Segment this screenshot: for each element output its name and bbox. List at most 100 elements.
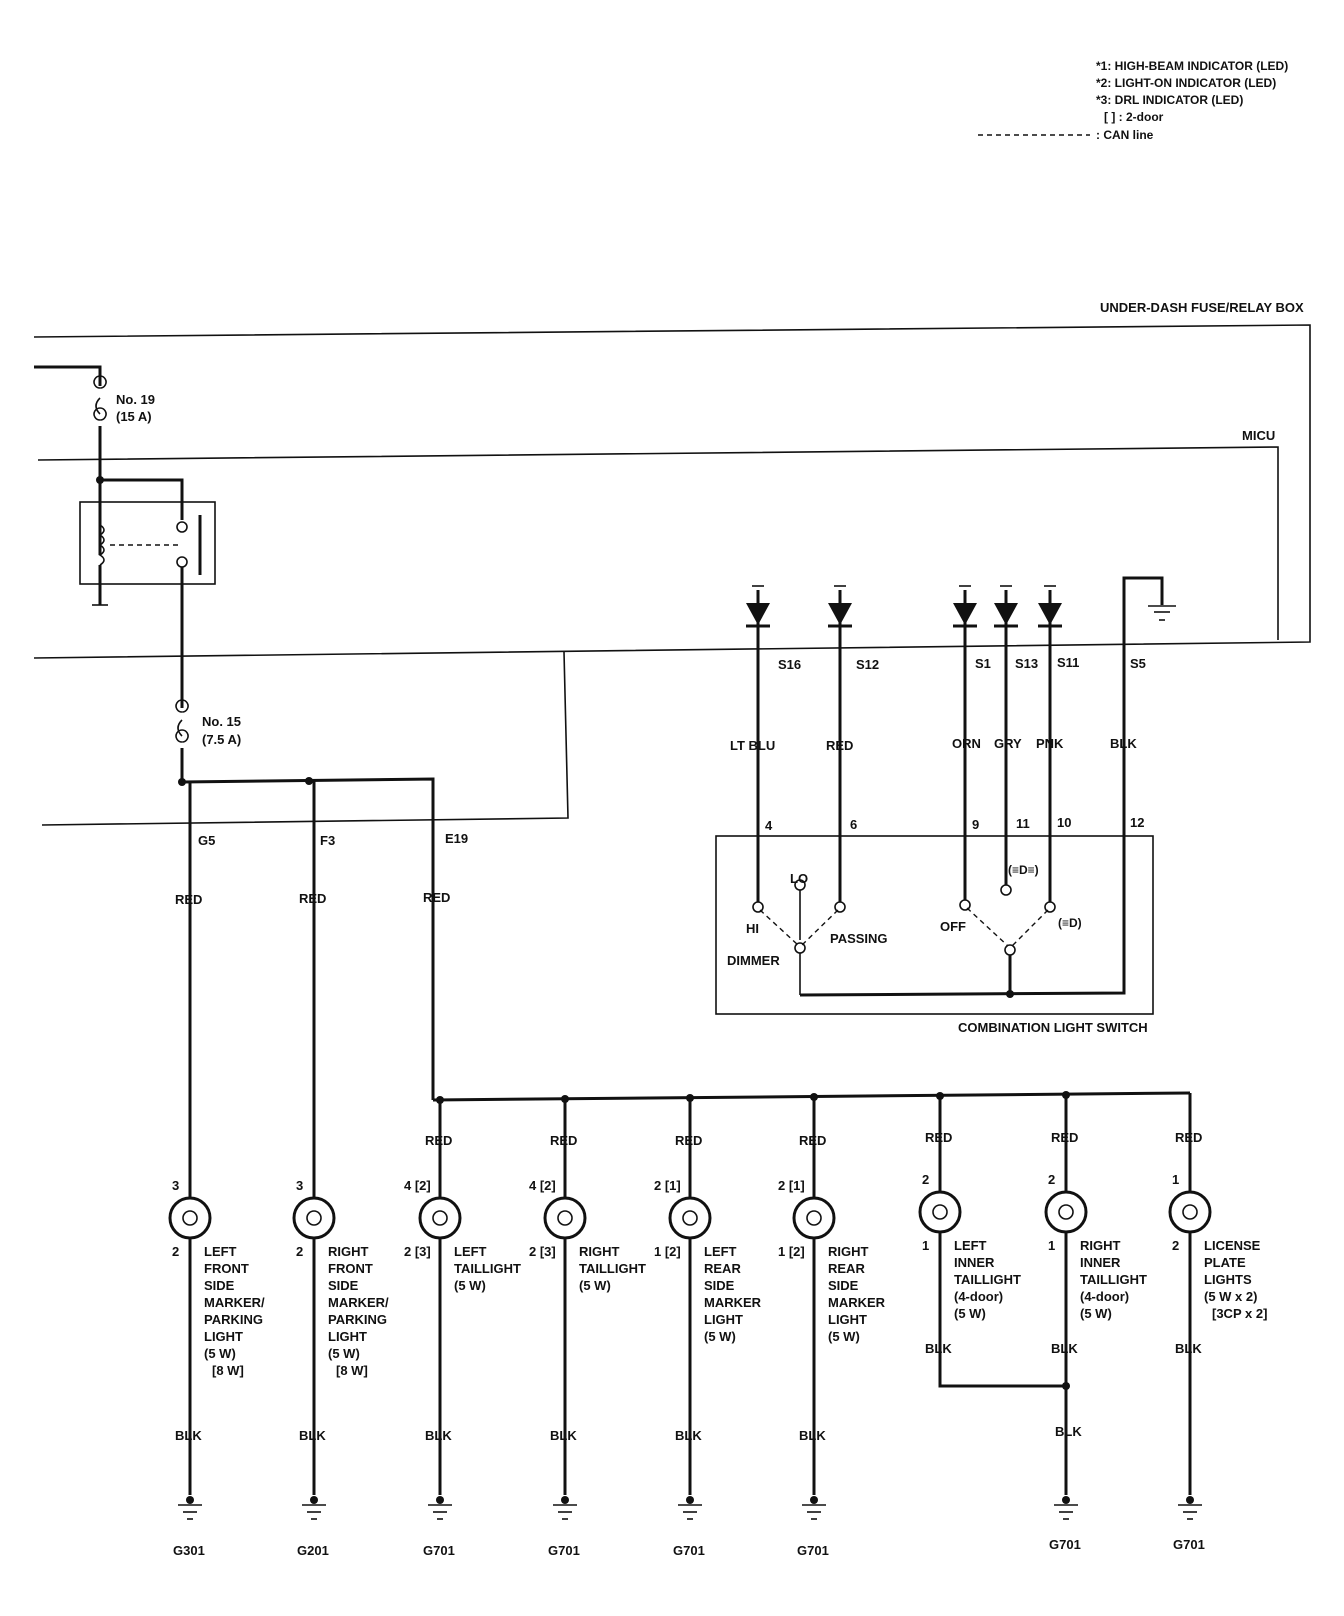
bulb-icon xyxy=(668,1196,712,1240)
light-label: LIGHT xyxy=(828,1312,867,1327)
legend-note-1: *1: HIGH-BEAM INDICATOR (LED) xyxy=(1096,59,1288,73)
micu-terminal: S1 xyxy=(975,656,991,671)
bulb-icon xyxy=(792,1196,836,1240)
hi-label: HI xyxy=(746,921,759,936)
light-label: (5 W) xyxy=(579,1278,611,1293)
light-label: TAILLIGHT xyxy=(1080,1272,1147,1287)
sym2-label: (≡D) xyxy=(1058,916,1082,930)
light-label: REAR xyxy=(704,1261,741,1276)
wire-color: RED xyxy=(1175,1130,1202,1145)
pin-top: 1 xyxy=(1172,1172,1179,1187)
light-label: MARKER/ xyxy=(204,1295,265,1310)
light-label: MARKER xyxy=(704,1295,762,1310)
pin-bottom: 2 [3] xyxy=(404,1244,431,1259)
light-label: LIGHT xyxy=(704,1312,743,1327)
light-label: LICENSE xyxy=(1204,1238,1261,1253)
lo-label: LO xyxy=(790,871,808,886)
diode-icon xyxy=(1038,603,1062,625)
bulb-icon xyxy=(1044,1190,1088,1234)
pin-bottom: 2 xyxy=(172,1244,179,1259)
off-label: OFF xyxy=(940,919,966,934)
light-label: FRONT xyxy=(328,1261,373,1276)
pin-9: 9 xyxy=(972,817,979,832)
micu-terminal: S13 xyxy=(1015,656,1038,671)
fuse-15-amp: (7.5 A) xyxy=(202,732,241,747)
ground-label: G701 xyxy=(1049,1537,1081,1552)
light-label: LEFT xyxy=(204,1244,237,1259)
ground-label: G701 xyxy=(548,1543,580,1558)
pin-top: 2 [1] xyxy=(778,1178,805,1193)
ground-label: G201 xyxy=(297,1543,329,1558)
micu-terminal: S12 xyxy=(856,657,879,672)
light-label: PARKING xyxy=(328,1312,387,1327)
wire-color: BLK xyxy=(1175,1341,1202,1356)
light-label: TAILLIGHT xyxy=(954,1272,1021,1287)
relay-box xyxy=(79,501,216,585)
term-g5: G5 xyxy=(198,833,215,848)
light-label: LIGHT xyxy=(204,1329,243,1344)
wire-color: RED xyxy=(550,1133,577,1148)
bulb-icon xyxy=(918,1190,962,1234)
term-e19: E19 xyxy=(445,831,468,846)
pin-top: 3 xyxy=(172,1178,179,1193)
micu-terminal: S16 xyxy=(778,657,801,672)
fuse-19-amp: (15 A) xyxy=(116,409,152,424)
light-label: RIGHT xyxy=(579,1244,620,1259)
light-label: INNER xyxy=(1080,1255,1121,1270)
wire-color: BLK xyxy=(799,1428,826,1443)
light-label: SIDE xyxy=(704,1278,735,1293)
wire-e19: RED xyxy=(423,890,450,905)
legend-note-3: *3: DRL INDICATOR (LED) xyxy=(1096,93,1243,107)
light-label: SIDE xyxy=(828,1278,859,1293)
ground-label: G701 xyxy=(673,1543,705,1558)
light-label: SIDE xyxy=(328,1278,359,1293)
pin-12: 12 xyxy=(1130,815,1144,830)
power-circuit: No. 19 (15 A) No. 15 (7.5 A) xyxy=(34,365,435,1100)
light-label: RIGHT xyxy=(1080,1238,1121,1253)
light-label: TAILLIGHT xyxy=(579,1261,646,1276)
light-label: RIGHT xyxy=(828,1244,869,1259)
pin-bottom: 1 [2] xyxy=(778,1244,805,1259)
ground-label: G701 xyxy=(423,1543,455,1558)
light-label: (5 W) xyxy=(828,1329,860,1344)
pin-bottom: 1 [2] xyxy=(654,1244,681,1259)
light-label: LEFT xyxy=(954,1238,987,1253)
switch-box xyxy=(715,835,1154,1015)
pin-6: 6 xyxy=(850,817,857,832)
wire-color: RED xyxy=(425,1133,452,1148)
light-label: PLATE xyxy=(1204,1255,1246,1270)
inner-common-wire: BLK xyxy=(1055,1424,1082,1439)
ground-label: G701 xyxy=(797,1543,829,1558)
micu-terminal: S11 xyxy=(1057,655,1079,670)
pin-top: 4 [2] xyxy=(529,1178,556,1193)
pin-top: 2 [1] xyxy=(654,1178,681,1193)
light-label: (5 W) xyxy=(454,1278,486,1293)
light-label: REAR xyxy=(828,1261,865,1276)
fuse-box-label: UNDER-DASH FUSE/RELAY BOX xyxy=(1100,300,1304,315)
light-label: INNER xyxy=(954,1255,995,1270)
light-label: (4-door) xyxy=(954,1289,1003,1304)
legend-note-2: *2: LIGHT-ON INDICATOR (LED) xyxy=(1096,76,1276,90)
inner-taillight-common xyxy=(938,1350,1066,1388)
light-label: (5 W) xyxy=(1080,1306,1112,1321)
pin-bottom: 2 [3] xyxy=(529,1244,556,1259)
pin-top: 2 xyxy=(922,1172,929,1187)
fuse-19-label: No. 19 xyxy=(116,392,155,407)
light-label: [8 W] xyxy=(212,1363,244,1378)
light-label: [3CP x 2] xyxy=(1212,1306,1267,1321)
micu-box: MICU xyxy=(37,428,1279,826)
diode-icon xyxy=(746,603,770,625)
light-label: PARKING xyxy=(204,1312,263,1327)
micu-terminal: S5 xyxy=(1130,656,1146,671)
light-label: TAILLIGHT xyxy=(454,1261,521,1276)
micu-label: MICU xyxy=(1242,428,1275,443)
fuse-15-icon xyxy=(175,699,189,743)
bulb-icon xyxy=(292,1196,336,1240)
light-label: (5 W x 2) xyxy=(1204,1289,1257,1304)
